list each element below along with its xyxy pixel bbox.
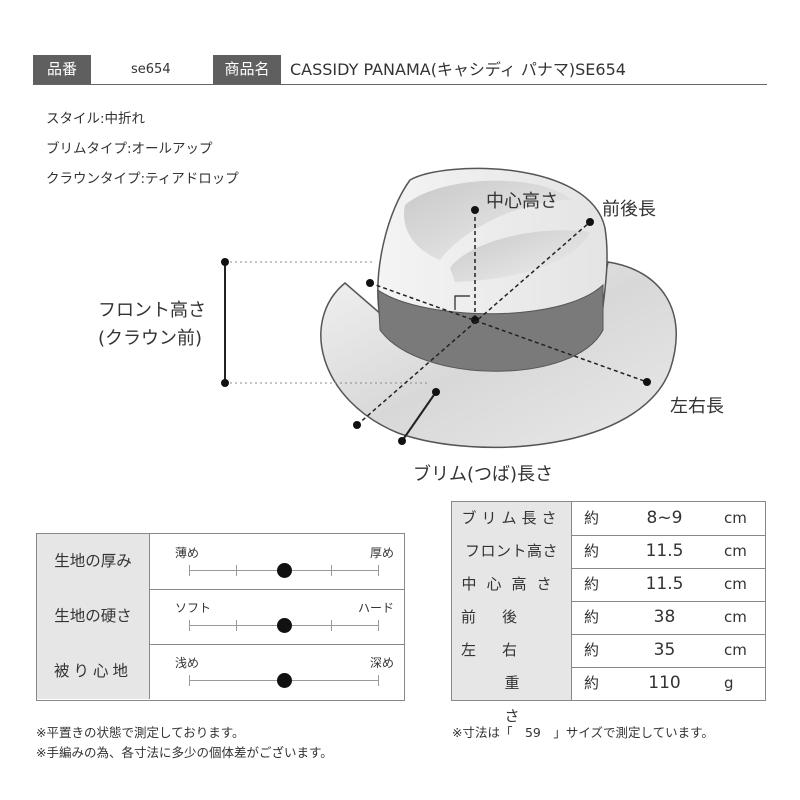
rating-min-label: ソフト [175, 601, 212, 615]
size-approx: 約 [584, 641, 600, 659]
rating-marker [277, 673, 292, 688]
rating-min-label: 薄め [175, 546, 200, 560]
rating-row: 生地の厚み 薄め 厚め [37, 534, 404, 590]
product-no-label: 品番 [33, 55, 91, 84]
size-row: 中心高さ 約 11.5 cm [452, 568, 765, 602]
size-table: ブリム長さ 約 8~9 cm フロント高さ 約 11.5 cm 中心高さ 約 1… [451, 501, 766, 725]
note-handmade: ※手編みの為、各寸法に多少の個体差がございます。 [36, 745, 333, 760]
note-flat-measure: ※平置きの状態で測定しております。 [36, 725, 245, 740]
size-unit: cm [724, 509, 747, 527]
spec-brim-type: ブリムタイプ:オールアップ [46, 141, 213, 157]
size-approx: 約 [584, 575, 600, 593]
rating-label: 被り心地 [37, 644, 150, 699]
product-name-label: 商品名 [213, 55, 281, 84]
size-approx: 約 [584, 509, 600, 527]
size-row: 左右長 約 35 cm [452, 634, 765, 692]
size-label: 前後長 [452, 601, 572, 659]
size-value: 38 [653, 607, 676, 627]
spec-crown-type: クラウンタイプ:ティアドロップ [46, 171, 239, 187]
product-header: 品番 se654 商品名 CASSIDY PANAMA(キャシディ パナマ)SE… [33, 55, 767, 85]
rating-max-label: 厚め [369, 546, 394, 560]
rating-marker [277, 618, 292, 633]
rating-min-label: 浅め [175, 656, 200, 670]
hat-illustration [221, 167, 677, 449]
size-label: フロント高さ [452, 535, 572, 568]
size-value: 11.5 [645, 574, 684, 594]
rating-scale [189, 563, 379, 578]
spec-style: スタイル:中折れ [46, 111, 146, 127]
rating-marker [277, 563, 292, 578]
label-side-length: 左右長 [670, 396, 724, 417]
size-label: 左右長 [452, 634, 572, 692]
size-unit: g [724, 674, 734, 692]
size-label: 中心高さ [452, 568, 572, 601]
size-approx: 約 [584, 674, 600, 692]
rating-label: 生地の硬さ [37, 589, 150, 644]
rating-row: 生地の硬さ ソフト ハード [37, 589, 404, 645]
size-approx: 約 [584, 608, 600, 626]
size-approx: 約 [584, 542, 600, 560]
hat-measurement-diagram: 中心高さ 前後長 フロント高さ (クラウン前) 左右長 ブリム(つば)長さ [0, 160, 800, 490]
size-unit: cm [724, 608, 747, 626]
size-row: ブリム長さ 約 8~9 cm [452, 502, 765, 536]
crown-dent-front [404, 180, 572, 260]
product-name: CASSIDY PANAMA(キャシディ パナマ)SE654 [290, 60, 626, 79]
label-front-height-sub: (クラウン前) [98, 328, 203, 349]
crown-dent-side [450, 230, 590, 282]
label-brim-length: ブリム(つば)長さ [413, 464, 554, 485]
rating-scale [189, 618, 379, 633]
size-row: 重さ 約 110 g [452, 667, 765, 725]
brim-length-line [401, 391, 437, 442]
size-value: 35 [653, 640, 676, 660]
size-unit: cm [724, 542, 747, 560]
label-front-back: 前後長 [602, 199, 656, 220]
rating-label: 生地の厚み [37, 534, 150, 589]
side-length-line [369, 282, 648, 383]
size-unit: cm [724, 641, 747, 659]
size-label: 重さ [452, 667, 572, 725]
product-no: se654 [131, 62, 171, 77]
size-value: 11.5 [645, 541, 684, 561]
rating-scale [189, 673, 379, 688]
size-value: 110 [648, 673, 681, 693]
size-value: 8~9 [646, 508, 683, 528]
size-row: フロント高さ 約 11.5 cm [452, 535, 765, 569]
label-front-height: フロント高さ [98, 300, 206, 321]
hat-band [377, 283, 604, 372]
header-divider [33, 83, 767, 85]
rating-max-label: 深め [369, 656, 394, 670]
front-back-line [356, 221, 591, 426]
size-label: ブリム長さ [452, 502, 572, 535]
size-row: 前後長 約 38 cm [452, 601, 765, 659]
rating-max-label: ハード [357, 601, 394, 615]
label-center-height: 中心高さ [486, 191, 558, 212]
fabric-rating-table: 生地の厚み 薄め 厚め 生地の硬さ ソフト ハード 被り心地 浅め 深め [36, 533, 405, 701]
note-measure-size: ※寸法は「 59 」サイズで測定しています。 [452, 725, 714, 740]
rating-row: 被り心地 浅め 深め [37, 644, 404, 699]
size-unit: cm [724, 575, 747, 593]
